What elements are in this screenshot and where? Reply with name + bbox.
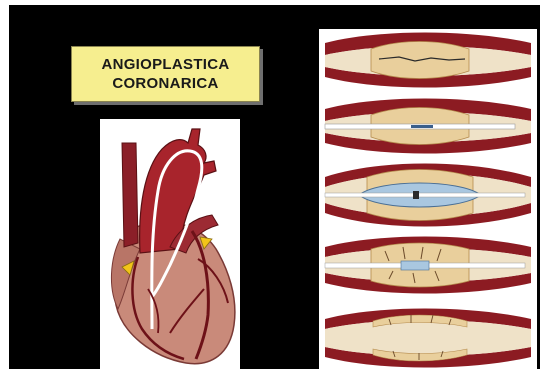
- title-box: ANGIOPLASTICA CORONARICA: [71, 46, 260, 102]
- stage-balloon-inflated: [325, 164, 531, 227]
- stage-occluded-artery: [325, 33, 531, 88]
- heart-illustration-panel: [100, 119, 240, 371]
- stage-artery-reopened: [325, 309, 531, 368]
- stage-catheter-inserted: [325, 99, 531, 154]
- guide-wire-tip: [411, 125, 433, 128]
- deflated-balloon: [401, 261, 429, 270]
- slide-background: ANGIOPLASTICA CORONARICA: [9, 5, 540, 369]
- title-line-2: CORONARICA: [112, 74, 218, 93]
- vessel-lumen: [325, 320, 531, 356]
- angioplasty-stages-panel: [319, 29, 537, 374]
- vena-cava: [122, 143, 138, 247]
- stage-balloon-deflated: [325, 237, 531, 294]
- angioplasty-stages: [319, 29, 537, 374]
- title-line-1: ANGIOPLASTICA: [101, 55, 229, 74]
- catheter: [325, 193, 525, 197]
- balloon-marker: [413, 191, 419, 199]
- heart-illustration: [100, 119, 240, 371]
